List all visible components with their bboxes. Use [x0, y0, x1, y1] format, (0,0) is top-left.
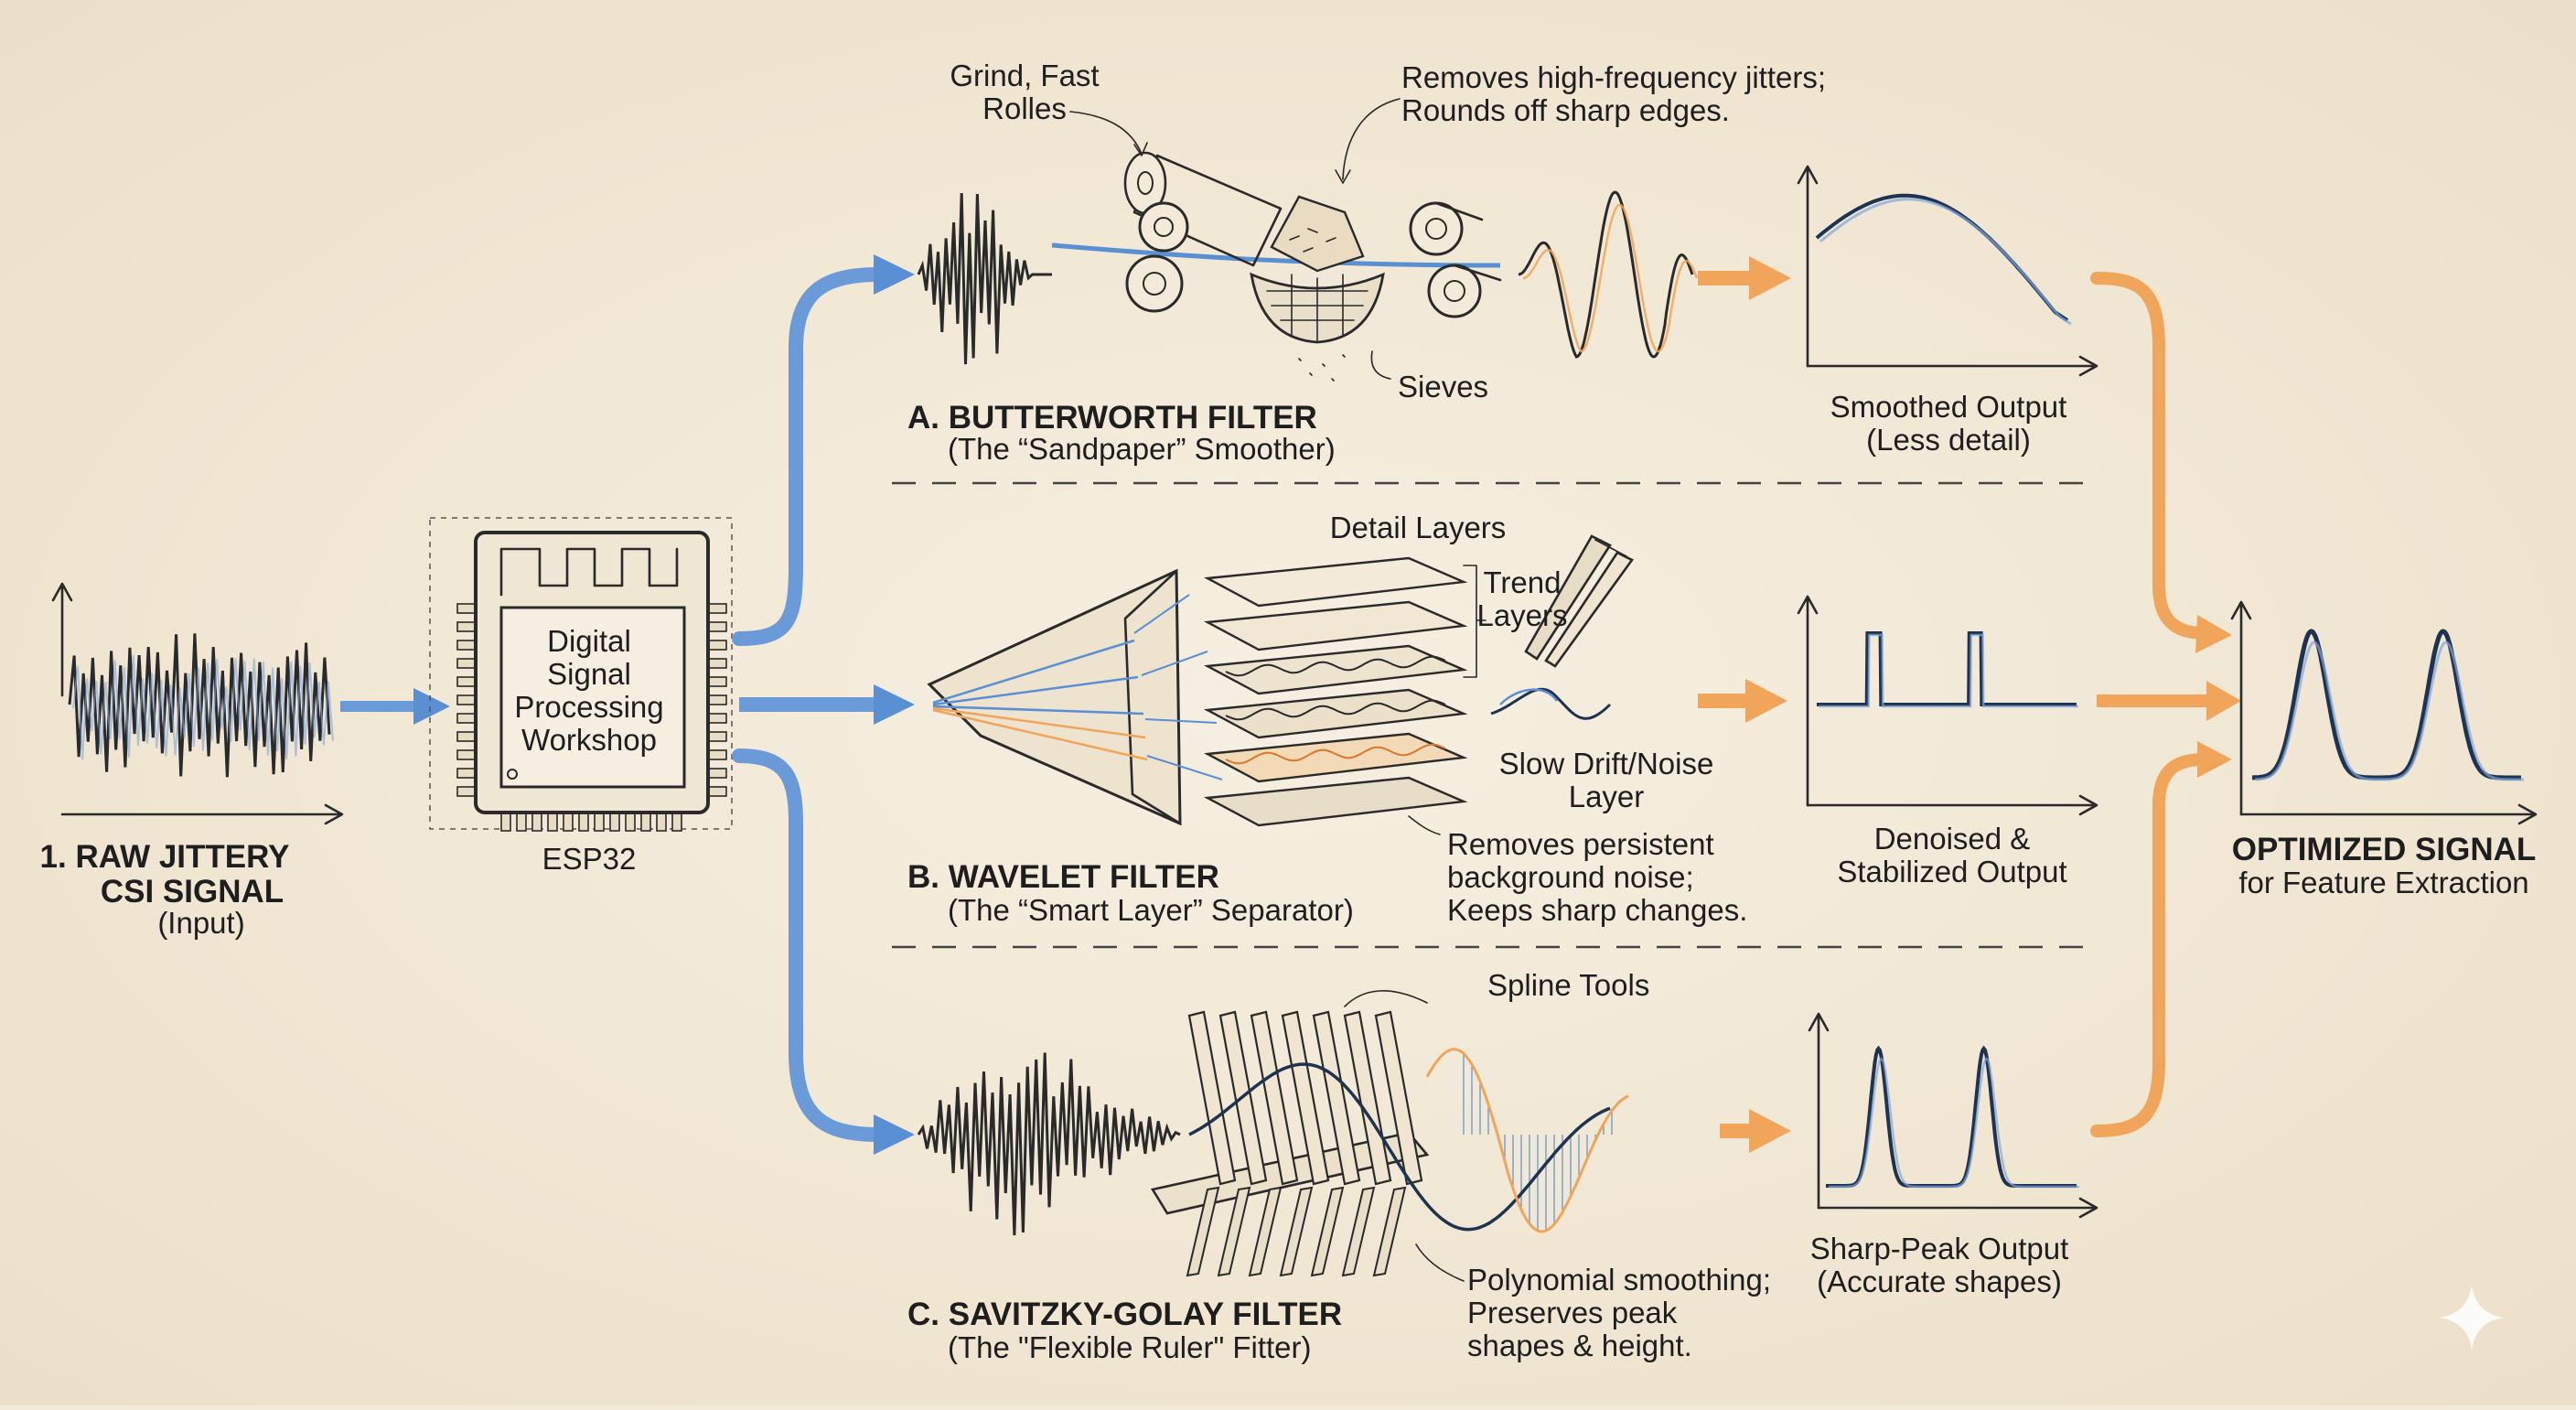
chip-label-line1: Digital — [547, 624, 631, 658]
note-callout — [1342, 98, 1401, 180]
rollers-label-line1: Grind, Fast — [950, 59, 1099, 92]
savgol-note-line1: Polynomial smoothing; — [1467, 1263, 1771, 1297]
chip-caption: ESP32 — [542, 842, 637, 876]
spline-tool-leg — [1341, 1186, 1376, 1277]
arrow-c-to-plot — [1720, 1109, 1791, 1153]
wavelet-layer — [1203, 644, 1468, 695]
optimized-signal-plot — [2230, 600, 2538, 825]
sharp-peak-output-plot — [1808, 1012, 2098, 1219]
sieves-callout — [1370, 350, 1391, 380]
rollers-label-line2: Rolles — [982, 91, 1067, 125]
spline-tool — [1250, 1010, 1299, 1186]
wavelet-note-line2: background noise; — [1447, 860, 1694, 894]
sparkle-icon — [2439, 1285, 2505, 1351]
tools-callout — [1344, 990, 1428, 1007]
input-title-line1: 1. RAW JITTERY — [40, 839, 290, 875]
spline-tool-leg — [1279, 1186, 1314, 1277]
drift-label-line1: Slow Drift/Noise — [1499, 747, 1714, 780]
sandpaper-icon — [1270, 195, 1365, 273]
sharp-peak-output-line2: (Accurate shapes) — [1817, 1265, 2062, 1298]
sieve-icon — [1250, 272, 1385, 382]
wavelet-note-callout — [1408, 815, 1441, 835]
spline-tool — [1312, 1010, 1361, 1186]
tweezers-icon — [1524, 534, 1634, 668]
rollers-callout-head — [1133, 142, 1148, 156]
chip-label-line3: Processing — [514, 690, 663, 724]
butterworth-output-wave — [1518, 190, 1699, 359]
trend-label-line2: Layers — [1476, 598, 1567, 632]
wavelet-layer — [1203, 732, 1468, 783]
spline-tool-leg — [1217, 1186, 1251, 1277]
branch-arrows — [732, 254, 915, 1155]
merge-arrows — [2090, 272, 2241, 1137]
result-title: OPTIMIZED SIGNAL — [2232, 832, 2537, 867]
trend-bracket — [1463, 565, 1487, 678]
denoised-output-line2: Stabilized Output — [1837, 855, 2066, 888]
savgol-note-line3: shapes & height. — [1467, 1329, 1692, 1362]
butterworth-note-line1: Removes high-frequency jitters; — [1401, 60, 1826, 94]
layer-waveform — [1225, 743, 1446, 765]
denoised-output-plot — [1797, 595, 2098, 816]
savgol-note-line2: Preserves peak — [1467, 1296, 1678, 1329]
arrow-a-to-plot — [1698, 256, 1791, 300]
butterworth-input-wave — [917, 193, 1052, 365]
layer-waveform — [1225, 655, 1446, 677]
raw-signal-shadow — [72, 654, 334, 760]
wavelet-note-line1: Removes persistent — [1447, 827, 1714, 861]
wavelet-output-wave — [1490, 687, 1612, 720]
denoised-output-line1: Denoised & — [1874, 822, 2031, 856]
prism-icon — [927, 568, 1223, 826]
chip-label-line2: Signal — [547, 657, 631, 691]
sharp-peak-output-line1: Sharp-Peak Output — [1810, 1232, 2069, 1265]
wavelet-layer — [1203, 688, 1468, 739]
detail-layers-label: Detail Layers — [1330, 511, 1507, 544]
spline-tool — [1281, 1010, 1330, 1186]
smoothed-output-line1: Smoothed Output — [1830, 390, 2067, 424]
esp32-chip-icon — [429, 517, 733, 832]
spline-tool-leg — [1310, 1186, 1345, 1277]
rollers-callout — [1069, 111, 1143, 155]
wavelet-layer — [1203, 556, 1468, 608]
butterworth-subtitle: (The “Sandpaper” Smoother) — [948, 432, 1336, 466]
savgol-fit-wave — [1188, 1048, 1629, 1233]
input-subtitle: (Input) — [157, 906, 244, 940]
spline-tool-leg — [1186, 1186, 1220, 1277]
spline-tool — [1343, 1010, 1392, 1186]
savgol-input-wave — [917, 1052, 1181, 1236]
wavelet-layer — [1203, 776, 1468, 827]
arrow-b-to-plot — [1698, 679, 1787, 723]
rollers-icon — [1051, 151, 1502, 318]
raw-signal-plot — [51, 582, 344, 825]
sieves-label: Sieves — [1398, 370, 1488, 404]
spline-tools-icon — [1150, 1010, 1430, 1277]
wavelet-layer — [1203, 600, 1468, 651]
input-title-line2: CSI SIGNAL — [101, 874, 284, 910]
wavelet-subtitle: (The “Smart Layer” Separator) — [948, 893, 1354, 927]
spline-tool — [1187, 1010, 1237, 1186]
smoothed-output-plot — [1797, 165, 2098, 377]
input-arrow — [340, 688, 450, 725]
layer-waveform — [1225, 699, 1446, 721]
result-subtitle: for Feature Extraction — [2238, 866, 2528, 899]
spline-tools-label: Spline Tools — [1487, 968, 1649, 1002]
trend-label-line1: Trend — [1484, 565, 1562, 599]
spline-tool-leg — [1372, 1186, 1407, 1277]
chip-label-line4: Workshop — [521, 723, 657, 757]
note-callout-head — [1335, 169, 1351, 184]
spline-tool — [1374, 1010, 1423, 1186]
savgol-note-callout — [1415, 1243, 1465, 1282]
layer-stack-icon — [1203, 556, 1468, 827]
drift-label-line2: Layer — [1569, 780, 1645, 813]
spline-tool-leg — [1248, 1186, 1283, 1277]
smoothed-output-line2: (Less detail) — [1866, 423, 2031, 457]
savgol-subtitle: (The "Flexible Ruler" Fitter) — [948, 1330, 1312, 1364]
wavelet-note-line3: Keeps sharp changes. — [1447, 893, 1747, 927]
savgol-title: C. SAVITZKY-GOLAY FILTER — [907, 1297, 1342, 1332]
butterworth-title: A. BUTTERWORTH FILTER — [907, 400, 1317, 436]
butterworth-note-line2: Rounds off sharp edges. — [1401, 93, 1730, 127]
wavelet-title: B. WAVELET FILTER — [907, 859, 1219, 895]
